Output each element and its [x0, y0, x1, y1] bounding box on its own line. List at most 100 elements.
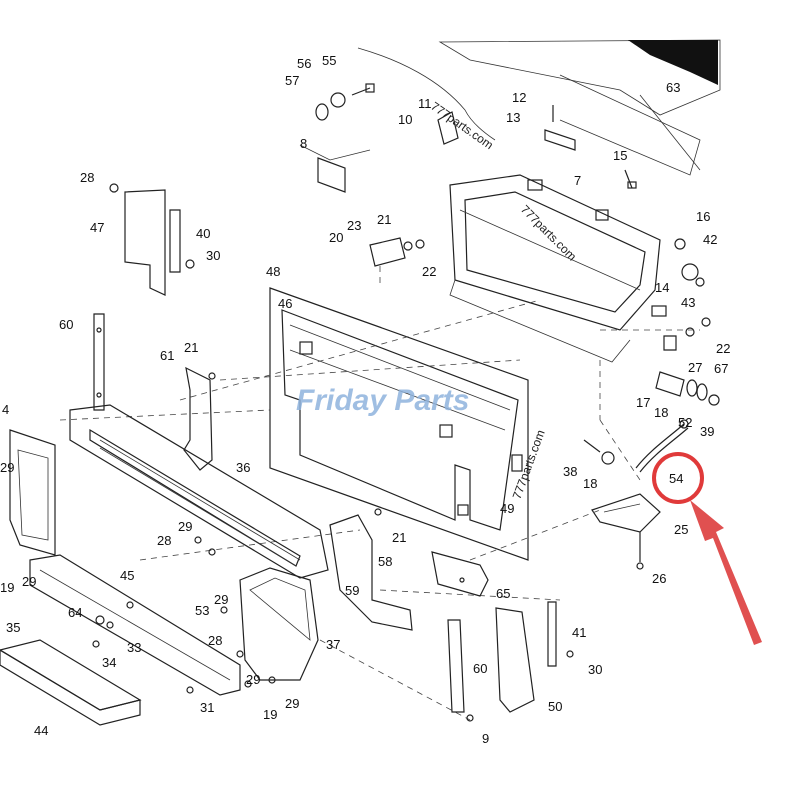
part-label: 36 [236, 460, 250, 475]
dashed-connectors [59, 299, 601, 721]
part-label: 49 [500, 501, 514, 516]
cover-37 [239, 567, 319, 681]
part-label: 18 [654, 405, 668, 420]
part-label: 25 [674, 522, 688, 537]
part-label: 12 [512, 90, 526, 105]
bracket-25 [591, 493, 661, 570]
watermark-diag-3: 777parts.com [510, 428, 548, 501]
part-label: 59 [345, 583, 359, 598]
part-label: 21 [184, 340, 198, 355]
part-label: 37 [326, 637, 340, 652]
part-label: 60 [59, 317, 73, 332]
bar-60-left [93, 313, 105, 411]
part-label: 31 [200, 700, 214, 715]
part-label: 29 [214, 592, 228, 607]
part-label: 29 [246, 672, 260, 687]
part-label: 10 [398, 112, 412, 127]
part-labels: 56 55 57 11 12 13 10 63 8 15 7 28 47 40 … [0, 53, 730, 746]
panel-4 [9, 429, 56, 556]
part-label: 52 [678, 415, 692, 430]
hardware-12-13 [544, 105, 576, 151]
plate-65 [431, 551, 489, 597]
cable-part [357, 47, 496, 145]
part-label: 22 [716, 341, 730, 356]
highlight-circle [652, 452, 704, 504]
part-label: 30 [588, 662, 602, 677]
part-label: 28 [157, 533, 171, 548]
bar-45 [29, 554, 241, 696]
part-label: 29 [285, 696, 299, 711]
part-label: 38 [563, 464, 577, 479]
part-label: 58 [378, 554, 392, 569]
part-label: 53 [195, 603, 209, 618]
small-bolts [92, 536, 276, 694]
part-label: 29 [0, 460, 14, 475]
part-label: 28 [208, 633, 222, 648]
bracket-20-23 [369, 237, 425, 285]
part-label: 67 [714, 361, 728, 376]
bolt-15 [624, 169, 637, 189]
part-label: 18 [583, 476, 597, 491]
part-label: 19 [0, 580, 14, 595]
part-label: 14 [655, 280, 669, 295]
part-label: 27 [688, 360, 702, 375]
part-label: 41 [572, 625, 586, 640]
part-label: 4 [2, 402, 9, 417]
beam-36 [69, 404, 329, 579]
top-rail-part [438, 39, 721, 176]
part-label: 40 [196, 226, 210, 241]
watermark-main: Friday Parts [296, 384, 469, 417]
part-label: 43 [681, 295, 695, 310]
part-label: 56 [297, 56, 311, 71]
bolt-38-18 [583, 439, 615, 465]
bracket-8 [299, 144, 371, 193]
part-label: 23 [347, 218, 361, 233]
part-label: 63 [666, 80, 680, 95]
part-label: 29 [22, 574, 36, 589]
part-label: 26 [652, 571, 666, 586]
part-label: 46 [278, 296, 292, 311]
frame-7 [449, 174, 661, 481]
highlight-arrow [690, 500, 762, 645]
part-label: 8 [300, 136, 307, 151]
part-label: 21 [392, 530, 406, 545]
part-label: 48 [266, 264, 280, 279]
part-label: 20 [329, 230, 343, 245]
part-label: 57 [285, 73, 299, 88]
part-label: 13 [506, 110, 520, 125]
part-label: 30 [206, 248, 220, 263]
bracket-61 [183, 366, 216, 471]
part-label: 29 [178, 519, 192, 534]
part-label: 11 [418, 96, 432, 111]
watermark-diag-2: 777parts.com [518, 202, 579, 263]
rod-54 [635, 419, 689, 473]
part-label: 21 [377, 212, 391, 227]
hardware-right-upper [600, 238, 711, 351]
hardware-56-55-57 [315, 83, 375, 121]
plate-44 [0, 639, 142, 726]
bracket-47-40 [109, 183, 195, 296]
part-label: 39 [700, 424, 714, 439]
part-label: 65 [496, 586, 510, 601]
bracket-58-59 [329, 508, 413, 631]
part-label: 22 [422, 264, 436, 279]
part-label: 7 [574, 173, 581, 188]
bar-60-lower [447, 619, 474, 722]
hardware-17-18-52-39 [655, 371, 720, 406]
part-label: 28 [80, 170, 94, 185]
part-label: 47 [90, 220, 104, 235]
part-label: 16 [696, 209, 710, 224]
part-label: 44 [34, 723, 48, 738]
part-label: 35 [6, 620, 20, 635]
part-label: 55 [322, 53, 336, 68]
part-label: 34 [102, 655, 116, 670]
part-label: 19 [263, 707, 277, 722]
part-label: 54 [669, 471, 683, 486]
part-label: 9 [482, 731, 489, 746]
part-label: 33 [127, 640, 141, 655]
panel-48 [269, 287, 529, 561]
part-label: 17 [636, 395, 650, 410]
part-label: 50 [548, 699, 562, 714]
part-label: 61 [160, 348, 174, 363]
